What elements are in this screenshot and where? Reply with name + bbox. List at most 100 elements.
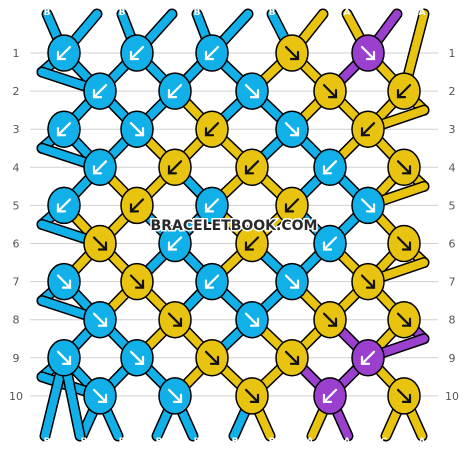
knot	[235, 224, 269, 263]
row-number-right: 10	[445, 390, 459, 403]
knot	[313, 148, 347, 187]
arrow-down-left-icon	[204, 122, 220, 137]
arrow-down-right-icon	[244, 388, 260, 403]
knot	[195, 110, 229, 148]
arrow-down-right-icon	[396, 312, 412, 327]
arrow-down-right-icon	[284, 350, 300, 365]
knot	[313, 224, 347, 263]
knot	[275, 339, 309, 377]
arrow-down-right-icon	[92, 388, 108, 403]
strand-label-bottom: B	[156, 437, 163, 447]
knot	[351, 34, 385, 72]
row-number-right: 2	[449, 85, 456, 98]
arrow-down-left-icon	[56, 45, 72, 61]
knot	[387, 224, 421, 263]
arrow-down-left-icon	[396, 83, 412, 99]
knot	[83, 148, 117, 187]
arrow-down-left-icon	[129, 45, 145, 61]
strand-label-bottom: B	[232, 437, 239, 447]
strand-label-top: A	[344, 8, 351, 18]
arrow-down-left-icon	[167, 83, 183, 99]
arrow-down-left-icon	[56, 122, 72, 137]
knot	[120, 34, 154, 72]
arrow-down-right-icon	[284, 45, 300, 61]
strand-label-bottom: B	[81, 437, 88, 447]
strand-label-top: B	[119, 8, 126, 18]
arrow-down-right-icon	[129, 122, 145, 137]
strand-label-bottom: B	[119, 437, 126, 447]
knot	[47, 110, 81, 148]
arrow-down-left-icon	[360, 350, 376, 365]
strand-label-bottom: B	[194, 437, 201, 447]
arrow-down-left-icon	[92, 83, 108, 99]
row-number-right: 7	[449, 276, 456, 289]
knot	[351, 262, 385, 301]
arrow-down-right-icon	[360, 198, 376, 213]
knot	[120, 262, 154, 301]
knot	[313, 300, 347, 339]
knot	[158, 300, 192, 339]
knot	[47, 186, 81, 225]
arrow-down-left-icon	[167, 236, 183, 251]
knot	[387, 148, 421, 187]
row-number-left: 9	[13, 352, 20, 365]
knot	[83, 72, 117, 110]
strand-label-bottom: B	[269, 437, 276, 447]
row-number-left: 4	[13, 161, 20, 174]
knot	[83, 224, 117, 263]
arrow-down-left-icon	[167, 160, 183, 175]
knot	[275, 186, 309, 225]
arrow-down-right-icon	[396, 160, 412, 175]
knot	[275, 110, 309, 148]
arrow-down-right-icon	[167, 388, 183, 403]
row-number-left: 10	[9, 390, 23, 403]
arrow-down-right-icon	[284, 274, 300, 289]
arrow-down-right-icon	[167, 312, 183, 327]
arrow-down-left-icon	[244, 236, 260, 251]
row-number-left: 3	[13, 123, 20, 136]
arrow-down-left-icon	[322, 236, 338, 251]
row-number-right: 1	[449, 47, 456, 60]
strand-label-top: B	[44, 8, 51, 18]
arrow-down-right-icon	[322, 312, 338, 327]
arrow-down-left-icon	[129, 198, 145, 213]
knot	[235, 300, 269, 339]
row-number-left: 1	[13, 47, 20, 60]
knot	[120, 339, 154, 377]
strand-label-bottom: A	[419, 437, 426, 447]
knot	[275, 34, 309, 72]
watermark-text: BRACELETBOOK.COM	[151, 218, 318, 234]
knot	[313, 377, 347, 415]
knot	[235, 148, 269, 187]
arrow-down-left-icon	[204, 198, 220, 213]
knot	[158, 72, 192, 110]
arrow-down-left-icon	[322, 388, 338, 403]
knot	[47, 34, 81, 72]
arrow-down-left-icon	[92, 160, 108, 175]
arrow-down-left-icon	[204, 274, 220, 289]
arrow-down-left-icon	[284, 198, 300, 213]
row-number-right: 5	[449, 199, 456, 212]
strand-label-top: B	[156, 8, 163, 18]
knot	[47, 339, 81, 377]
knot	[120, 110, 154, 148]
strand-label-top: B	[194, 8, 201, 18]
row-number-left: 7	[13, 276, 20, 289]
knot	[351, 339, 385, 377]
arrow-down-right-icon	[92, 312, 108, 327]
arrow-down-right-icon	[129, 274, 145, 289]
knot	[387, 377, 421, 415]
knot	[275, 262, 309, 301]
strand-label-bottom: A	[307, 437, 314, 447]
strand-label-bottom: C	[381, 437, 388, 447]
arrow-down-right-icon	[244, 312, 260, 327]
arrow-down-right-icon	[284, 122, 300, 137]
strand-label-top: C	[381, 8, 388, 18]
arrow-down-right-icon	[322, 83, 338, 99]
knot	[158, 377, 192, 415]
row-number-right: 6	[449, 238, 456, 251]
watermark: BRACELETBOOK.COM	[151, 218, 318, 234]
arrow-down-right-icon	[56, 350, 72, 365]
